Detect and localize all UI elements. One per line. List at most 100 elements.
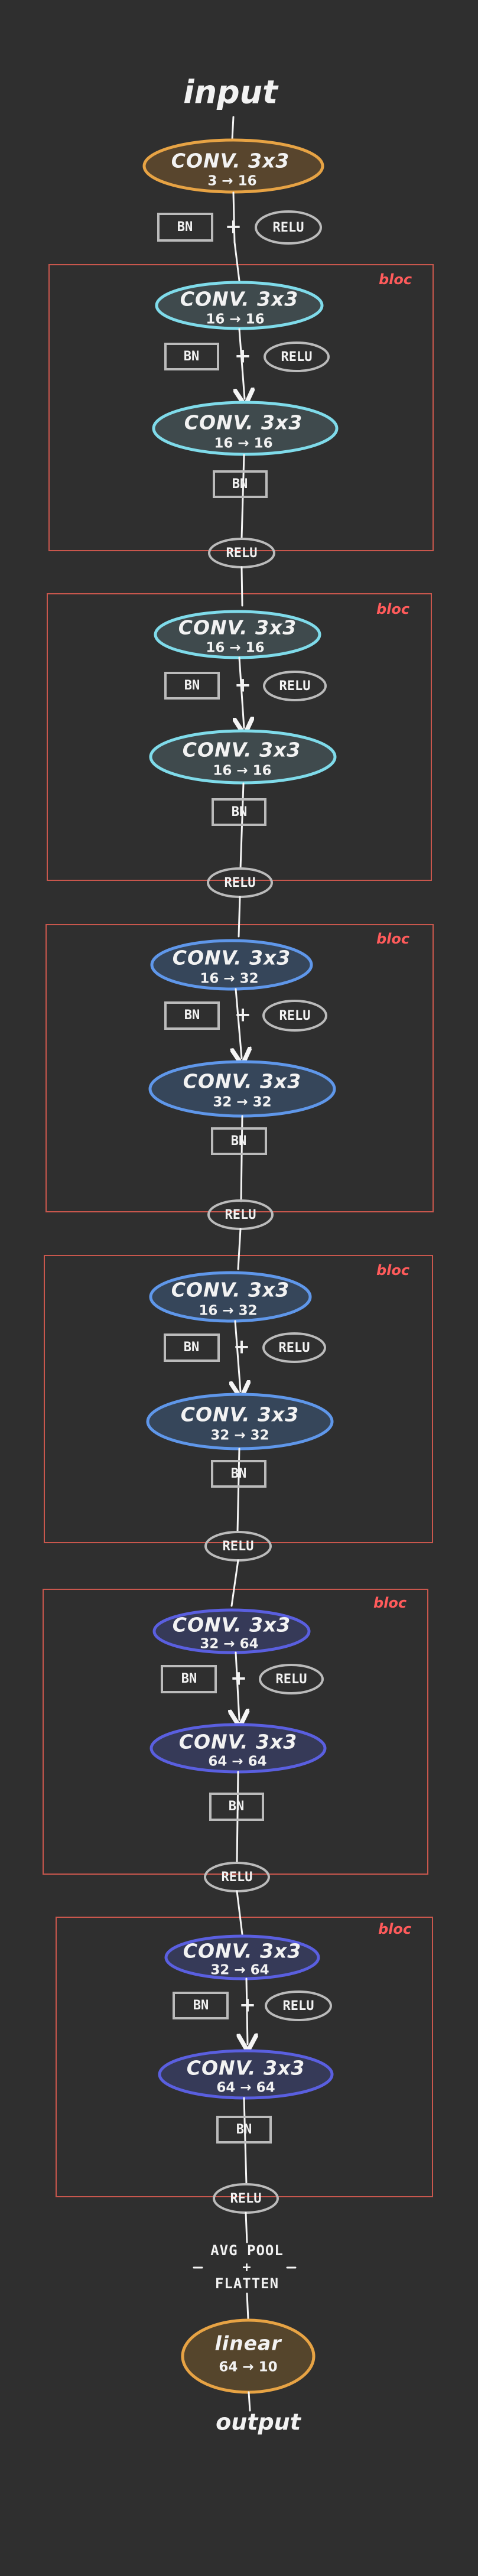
stem-conv-shape: 3 → 16 <box>207 174 256 189</box>
block2-conv1-title: CONV. 3x3 <box>178 616 297 639</box>
block6-bn1-box <box>173 1992 229 2019</box>
block4-conv2-shape: 32 → 32 <box>210 1428 269 1443</box>
block6-bn2-box <box>216 2116 272 2144</box>
stem-conv-title: CONV. 3x3 <box>171 149 290 173</box>
block6-relu1-label: RELU <box>283 1999 314 2014</box>
block2-conv2-title: CONV. 3x3 <box>183 739 301 762</box>
block6-bn1-label: BN <box>193 1998 209 2013</box>
linear-shape: 64 → 10 <box>219 2360 277 2375</box>
block2-bn2-box <box>212 798 266 826</box>
block-frame-1 <box>48 264 434 551</box>
block5-bn2-box <box>209 1793 264 1821</box>
block1-bn2-label: BN <box>232 477 248 492</box>
stem-relu-label: RELU <box>273 220 304 235</box>
block5-in-line <box>230 1559 239 1607</box>
block5-conv2-title: CONV. 3x3 <box>179 1731 298 1754</box>
linear-ellipse <box>181 2318 316 2394</box>
block5-plus: + <box>230 1667 248 1690</box>
input-label: input <box>183 74 279 111</box>
block4-bn2-box <box>211 1460 266 1488</box>
block6-plus: + <box>239 1993 256 2017</box>
post-block6-line <box>245 2211 248 2243</box>
block3-conv1-title: CONV. 3x3 <box>173 947 291 970</box>
block4-post-relu-label: RELU <box>223 1539 254 1554</box>
block2-conv2-shape: 16 → 16 <box>213 763 271 779</box>
stem-plus-label: + <box>225 215 242 239</box>
block3-post-relu-label: RELU <box>225 1208 256 1222</box>
pool-to-linear-line <box>246 2292 249 2320</box>
block1-conv1-shape: 16 → 16 <box>206 312 264 327</box>
linear-title: linear <box>214 2332 282 2355</box>
bloc-label-3: bloc <box>376 931 409 947</box>
block4-in-line <box>237 1228 242 1270</box>
output-label: output <box>216 2409 302 2435</box>
block4-conv1-ellipse <box>149 1271 312 1323</box>
block1-conv1-title: CONV. 3x3 <box>180 288 299 311</box>
block-frame-5 <box>43 1589 428 1875</box>
block6-middle-arrow <box>246 1977 248 2044</box>
bloc-label-4: bloc <box>376 1262 409 1279</box>
block4-conv2-title: CONV. 3x3 <box>181 1403 300 1426</box>
block3-bn2-label: BN <box>231 1134 247 1149</box>
block6-conv2-title: CONV. 3x3 <box>187 2057 305 2080</box>
block6-bn2-label: BN <box>236 2122 252 2137</box>
block5-conv1-ellipse <box>152 1608 311 1654</box>
block5-relu1-ellipse <box>259 1664 324 1694</box>
block6-post-relu-label: RELU <box>230 2191 262 2206</box>
block3-conv1-shape: 16 → 32 <box>200 971 258 987</box>
block2-bn2-label: BN <box>232 805 248 819</box>
pool-line2: + <box>242 2259 251 2275</box>
block4-plus: + <box>233 1335 251 1359</box>
block1-plus: + <box>235 344 252 368</box>
block1-in-line <box>233 241 240 282</box>
block3-relu1-ellipse <box>262 1000 327 1032</box>
block4-relu1-ellipse <box>262 1332 326 1363</box>
block2-conv1-ellipse <box>154 610 321 659</box>
block3-conv2-shape: 32 → 32 <box>213 1095 271 1110</box>
block6-conv2-shape: 64 → 64 <box>216 2080 275 2096</box>
block2-conv1-shape: 16 → 16 <box>206 640 264 656</box>
block5-middle-arrow <box>236 1651 239 1720</box>
block6-conv1-shape: 32 → 64 <box>210 1963 269 1978</box>
block6-in-line <box>236 1890 243 1936</box>
block1-bn2-box <box>213 470 268 498</box>
output-line <box>248 2391 251 2412</box>
stem-bn-box <box>157 213 213 242</box>
block3-bn1-label: BN <box>184 1008 200 1023</box>
block2-middle-arrow <box>239 656 244 728</box>
block1-middle-arrow <box>239 328 245 399</box>
block1-conv2-shape: 16 → 16 <box>214 436 272 451</box>
bloc-label-5: bloc <box>373 1595 407 1611</box>
block4-relu1-label: RELU <box>279 1341 310 1355</box>
block1-bn1-box <box>164 343 219 370</box>
block4-out-line <box>236 1448 240 1533</box>
block2-plus: + <box>235 674 252 697</box>
block1-conv2-title: CONV. 3x3 <box>184 411 303 434</box>
block5-bn1-box <box>161 1665 217 1693</box>
block2-post-relu-label: RELU <box>225 876 256 890</box>
block6-conv1-ellipse <box>164 1934 320 1980</box>
block2-bn1-box <box>164 672 220 700</box>
block4-bn1-box <box>164 1333 220 1362</box>
block3-bn2-box <box>211 1127 267 1155</box>
block5-conv1-title: CONV. 3x3 <box>173 1614 291 1637</box>
block3-middle-arrow <box>236 988 242 1058</box>
block6-conv2-ellipse <box>158 2049 334 2100</box>
block6-conv1-title: CONV. 3x3 <box>183 1940 302 1963</box>
block3-out-line <box>240 1115 243 1202</box>
block1-relu1-ellipse <box>264 341 330 372</box>
block5-bn1-label: BN <box>181 1671 197 1686</box>
block5-relu1-label: RELU <box>276 1672 307 1687</box>
bloc-label-2: bloc <box>376 601 409 617</box>
bloc-label-6: bloc <box>378 1921 411 1937</box>
block3-relu1-label: RELU <box>279 1009 311 1023</box>
block2-relu1-ellipse <box>263 671 327 701</box>
block5-conv2-shape: 64 → 64 <box>208 1754 266 1770</box>
block4-bn2-label: BN <box>231 1466 247 1481</box>
pool-line1: AVG POOL <box>210 2242 284 2259</box>
block4-middle-arrow <box>235 1320 240 1391</box>
block6-relu1-ellipse <box>265 1990 332 2021</box>
block3-in-line <box>238 896 241 938</box>
stem-bn-label: BN <box>177 220 193 235</box>
